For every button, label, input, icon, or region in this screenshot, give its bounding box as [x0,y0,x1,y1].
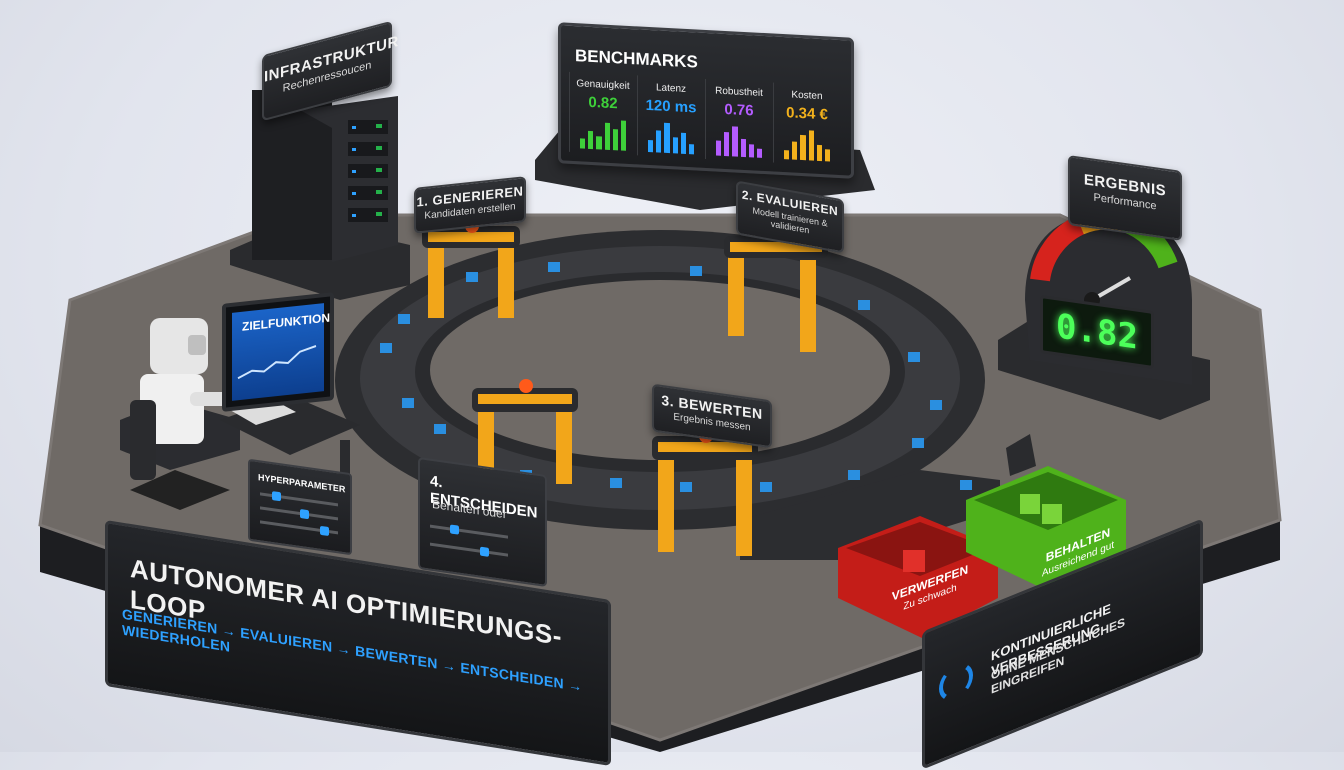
benchmark-metric-label: Kosten [791,89,823,103]
benchmark-metric-value: 120 ms [645,96,697,117]
benchmarks-title: BENCHMARKS [575,46,698,72]
benchmark-bar [740,138,746,158]
benchmark-bar [672,136,678,154]
gate-evaluate [724,225,828,352]
objective-graph-icon [237,345,317,380]
benchmark-bar [716,140,722,156]
refresh-cycle-icon [939,658,973,706]
benchmark-bar [756,148,763,158]
gate-decide [472,379,578,484]
benchmark-metric-value: 0.76 [724,100,754,120]
benchmark-bar-chart [784,129,831,162]
keep-bin [966,466,1126,592]
benchmark-bar [808,130,814,161]
station-decide-sign: 4. ENTSCHEIDEN Behalten oder [418,456,547,588]
benchmark-bar [648,139,654,153]
benchmark-bar [824,149,831,162]
server-rack-icon [230,90,410,300]
benchmark-bar [724,131,730,157]
benchmark-bar-chart [580,118,627,151]
benchmark-bar [816,144,822,162]
hyperparameter-slider-1[interactable] [260,491,338,507]
benchmark-bar [612,129,618,151]
benchmark-metric-label: Latenz [655,82,687,95]
benchmark-bar-chart [648,122,695,155]
benchmark-bar [596,135,602,150]
benchmark-metric-label: Robustheit [715,85,763,99]
benchmark-bar [784,150,790,160]
discard-bin [838,516,998,638]
benchmark-bar [732,126,738,157]
benchmark-bar [656,129,662,153]
benchmark-bar [748,143,754,158]
benchmark-bar [588,130,594,150]
hyperparameter-slider-3[interactable] [260,520,338,537]
objective-label: ZIELFUNKTION [242,310,330,334]
benchmark-bar [688,143,695,155]
benchmark-bar [680,132,686,154]
benchmark-bar [800,134,806,161]
benchmark-bar-chart [716,126,763,158]
gate-generate [422,219,520,318]
benchmark-bar [620,120,627,151]
hyperparameter-label: HYPERPARAMETER [258,472,346,495]
robot-operator-icon [120,318,360,510]
hyperparameter-panel: HYPERPARAMETER [248,458,352,556]
benchmark-bar [792,141,798,160]
benchmark-metric-label: Genauigkeit [576,78,630,93]
hyperparameter-slider-2[interactable] [260,506,338,521]
benchmark-bar [664,122,670,154]
objective-monitor: ZIELFUNKTION [222,292,334,412]
benchmark-metric-value: 0.34 € [786,104,828,124]
benchmark-bar [580,137,586,149]
benchmark-metric-value: 0.82 [588,93,618,113]
benchmark-bar [604,122,610,150]
